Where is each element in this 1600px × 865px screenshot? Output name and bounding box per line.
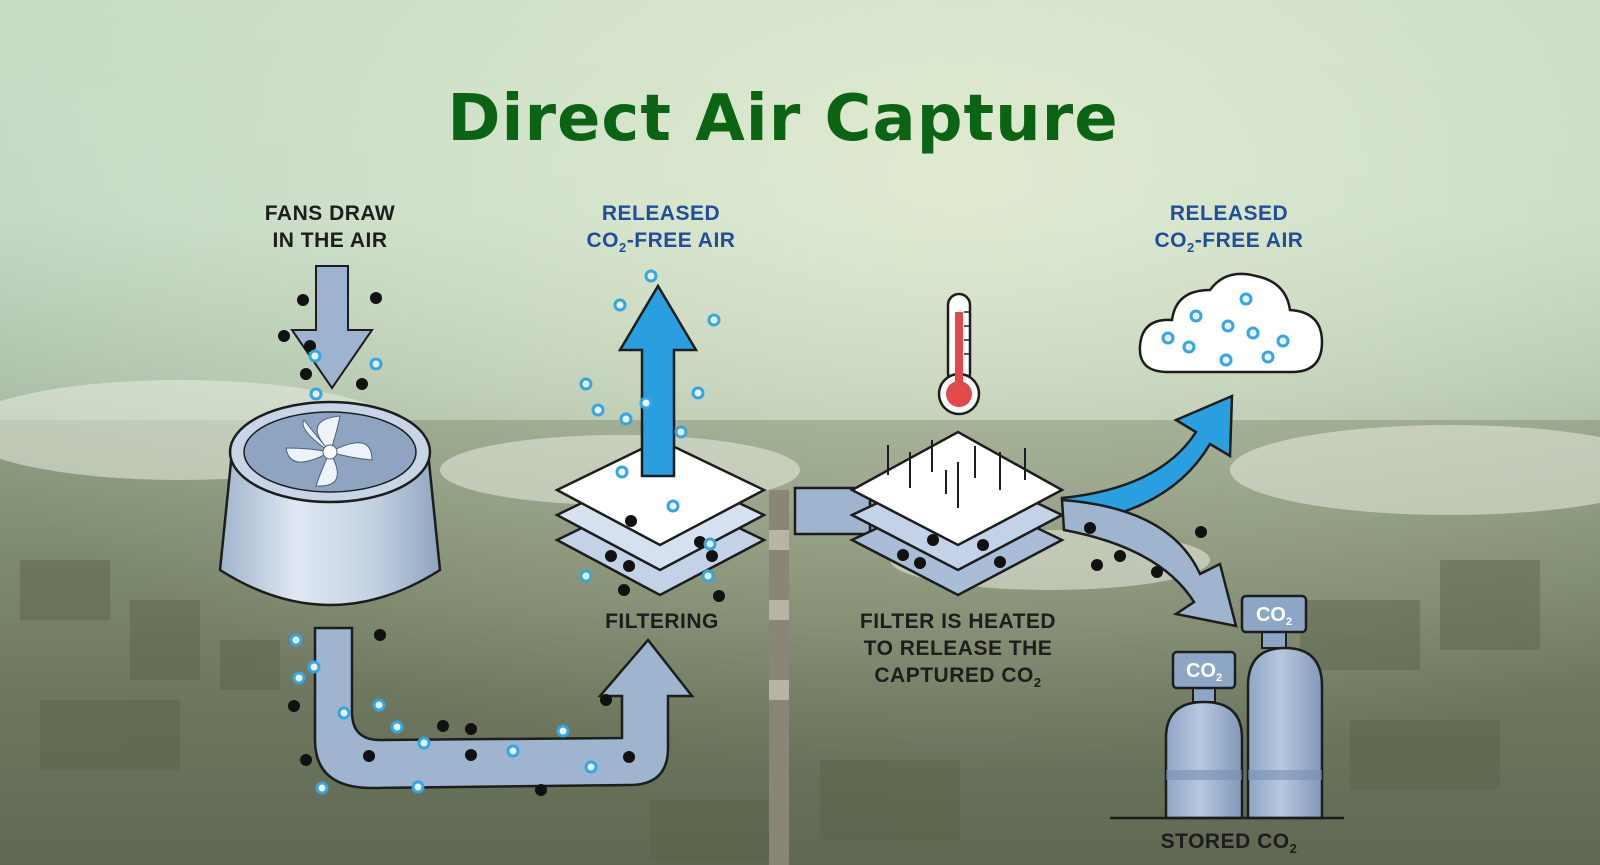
air-particle [701, 569, 715, 583]
air-particle [1221, 319, 1235, 333]
air-particle [644, 269, 658, 283]
co2-particle [977, 539, 989, 551]
co2-particle [623, 560, 635, 572]
air-particle [1182, 340, 1196, 354]
air-particle-dots [289, 269, 1290, 795]
captured-co2-arrow [1060, 498, 1238, 628]
co2-particle [1195, 526, 1207, 538]
air-particle [666, 499, 680, 513]
co2-particle [1151, 566, 1163, 578]
co2-particle [304, 340, 316, 352]
fan-icon [218, 400, 442, 607]
co2-particle [1114, 550, 1126, 562]
heat-lines [887, 440, 1026, 508]
air-particle [417, 736, 431, 750]
air-particle [372, 698, 386, 712]
co2-particle [897, 549, 909, 561]
co2-particle [535, 784, 547, 796]
air-particle [1239, 292, 1253, 306]
co2-particle [623, 751, 635, 763]
air-particle [390, 720, 404, 734]
page-title: Direct Air Capture [447, 82, 1118, 156]
co2-particle [994, 556, 1006, 568]
air-particle [584, 760, 598, 774]
air-particle [411, 780, 425, 794]
fans-label-line1: FANS DRAW [265, 202, 396, 225]
co2-particle [625, 515, 637, 527]
co2-particle [914, 557, 926, 569]
co2-particle [300, 368, 312, 380]
co2-particle [356, 378, 368, 390]
air-particle [579, 569, 593, 583]
heated-label-line3: CAPTURED CO2 [874, 664, 1041, 690]
filtering-label: FILTERING [605, 610, 719, 633]
released-label-1-line2: CO2-FREE AIR [587, 229, 736, 255]
co2-particle [605, 550, 617, 562]
co2-particle [927, 534, 939, 546]
air-particle [506, 744, 520, 758]
air-particle [639, 396, 653, 410]
released-label-1-line1: RELEASED [602, 202, 720, 225]
duct-pipe [313, 626, 695, 790]
air-particle [674, 425, 688, 439]
air-particle [315, 781, 329, 795]
air-particle [1261, 350, 1275, 364]
stored-co2-label: STORED CO2 [1161, 830, 1298, 856]
air-particle [613, 298, 627, 312]
air-particle [691, 386, 705, 400]
air-particle [1161, 331, 1175, 345]
co2-particle [618, 584, 630, 596]
air-particle [1189, 309, 1203, 323]
air-particle [591, 403, 605, 417]
tank-small-label: CO2 [1186, 660, 1222, 684]
co2-tank-icon [1110, 594, 1344, 820]
air-particle [619, 412, 633, 426]
air-particle [289, 633, 303, 647]
air-particle [615, 465, 629, 479]
co2-particle [297, 294, 309, 306]
release-arrow-up [617, 283, 699, 478]
co2-particle [437, 720, 449, 732]
air-particle [369, 357, 383, 371]
co2-particle [465, 749, 477, 761]
air-particle [309, 387, 323, 401]
air-particle [579, 377, 593, 391]
co2-particle [694, 536, 706, 548]
co2-particle [278, 330, 290, 342]
air-particle [707, 313, 721, 327]
released-label-2-line2: CO2-FREE AIR [1155, 229, 1304, 255]
heated-label-line1: FILTER IS HEATED [860, 610, 1056, 633]
co2-particle [300, 754, 312, 766]
co2-particle [1091, 559, 1103, 571]
heated-label-line2: TO RELEASE THE [864, 637, 1053, 660]
co2-particle [288, 700, 300, 712]
co2-particle [600, 694, 612, 706]
tank-large-label: CO2 [1256, 604, 1292, 628]
fans-label-line2: IN THE AIR [272, 229, 387, 252]
filter-stack [554, 438, 767, 597]
air-particle [307, 660, 321, 674]
co2-particle-dots [278, 292, 1207, 796]
air-particle [703, 537, 717, 551]
co2-particle [370, 292, 382, 304]
released-label-2-line1: RELEASED [1170, 202, 1288, 225]
air-particle [1219, 353, 1233, 367]
co2-particle [465, 723, 477, 735]
thermometer-icon [937, 292, 981, 416]
co2-particle [706, 550, 718, 562]
air-particle [337, 706, 351, 720]
co2-particle [374, 629, 386, 641]
air-particle [556, 724, 570, 738]
air-particle [1246, 326, 1260, 340]
air-particle [292, 671, 306, 685]
co2-particle [713, 590, 725, 602]
co2-particle [363, 750, 375, 762]
air-particle [308, 349, 322, 363]
chimney [769, 490, 789, 865]
co2-particle [1084, 522, 1096, 534]
air-particle [1276, 334, 1290, 348]
